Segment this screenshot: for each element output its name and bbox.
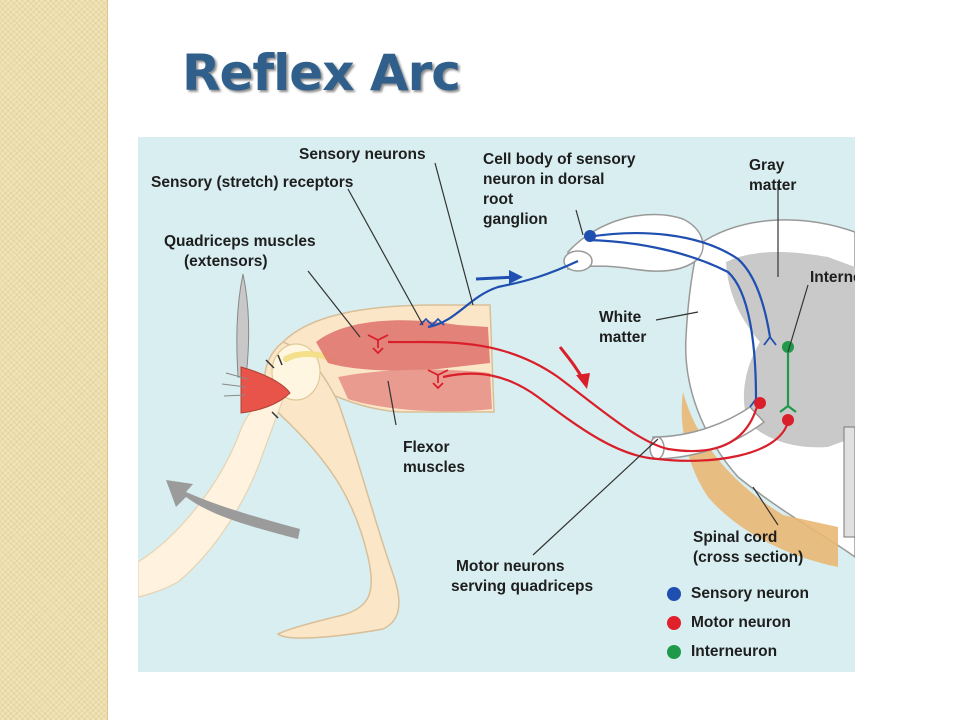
label-cell-body-line2: neuron in dorsal (483, 171, 605, 188)
label-spinal-cord-line1: Spinal cord (693, 529, 778, 546)
sensory-neuron-path (419, 232, 777, 408)
label-spinal-cord-line2: (cross section) (693, 549, 804, 566)
legend-item-motor: Motor neuron (667, 613, 791, 632)
label-cell-body-line4: ganglion (483, 211, 548, 228)
sensory-cell-body (584, 230, 596, 242)
label-motor-neurons-line2: serving quadriceps (451, 578, 594, 595)
label-quadriceps-line2: (extensors) (184, 253, 268, 270)
label-gray-matter-line2: matter (749, 177, 797, 194)
interneuron-legend-dot (667, 644, 681, 659)
legend-label-motor: Motor neuron (691, 614, 791, 631)
label-interneurons: Interneurons (810, 269, 855, 286)
motor-cell-body-1 (754, 397, 766, 409)
interneuron-path (779, 348, 797, 413)
sensory-legend-dot (667, 586, 681, 601)
label-flexor-line2: muscles (403, 459, 466, 476)
legend-item-interneuron: Interneuron (667, 642, 777, 661)
other-leg (138, 398, 284, 598)
leg-illustration (138, 304, 495, 639)
label-cell-body-line3: root (483, 191, 514, 208)
central-canal (843, 426, 855, 538)
label-white-matter-line1: White (599, 309, 642, 326)
label-gray-matter-line1: Gray (749, 157, 785, 174)
diagram-svg (138, 162, 855, 639)
decorative-side-strip (0, 0, 108, 720)
leader-lines (307, 162, 809, 556)
label-motor-neurons-line1: Motor neurons (456, 558, 565, 575)
label-flexor-line1: Flexor (403, 439, 450, 456)
label-stretch-receptors: Sensory (stretch) receptors (151, 174, 354, 191)
reflex-hammer-illustration (221, 273, 291, 419)
reflex-arc-diagram: Sensory neurons Sensory (stretch) recept… (138, 137, 855, 672)
legend-item-sensory: Sensory neuron (667, 584, 809, 603)
lower-leg (264, 341, 400, 639)
legend-label-interneuron: Interneuron (691, 643, 778, 660)
label-sensory-neurons: Sensory neurons (299, 146, 426, 163)
motor-cell-body-2 (782, 414, 794, 426)
flexor-muscle (338, 369, 492, 412)
motor-neuron-path (367, 334, 790, 462)
slide-title: Reflex Arc (182, 44, 461, 102)
legend-label-sensory: Sensory neuron (691, 585, 809, 602)
label-white-matter-line2: matter (599, 329, 647, 346)
label-cell-body-line1: Cell body of sensory (483, 151, 636, 168)
label-quadriceps-line1: Quadriceps muscles (164, 233, 316, 250)
leg-kick-arrow (166, 480, 300, 539)
motor-legend-dot (667, 615, 681, 630)
quadriceps-muscle (316, 320, 490, 371)
dorsal-region (681, 392, 838, 567)
